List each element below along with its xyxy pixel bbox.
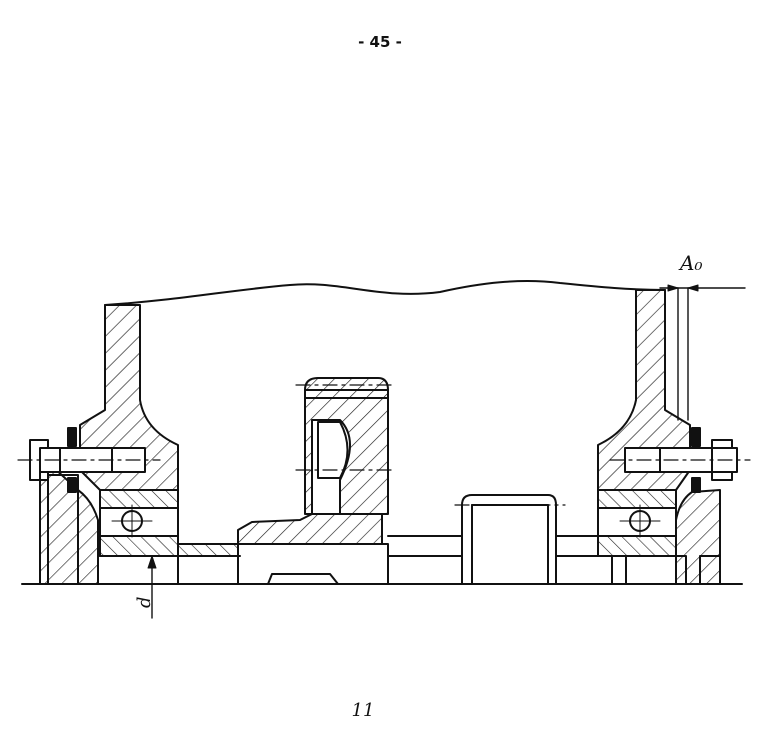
central-gear xyxy=(304,377,389,515)
pinion-gear xyxy=(461,494,557,585)
page-number: - 45 - xyxy=(358,33,402,51)
right-bearing-cap xyxy=(675,489,721,585)
break-line xyxy=(104,280,666,306)
left-cap-inner xyxy=(47,474,79,585)
gear-hub xyxy=(237,513,383,545)
right-housing-wall xyxy=(597,289,691,491)
left-housing-wall xyxy=(79,304,179,491)
clearance-label: A₀ xyxy=(678,251,702,275)
diameter-label: d xyxy=(134,596,155,608)
figure-number: 11 xyxy=(351,700,375,721)
left-bearing-cap xyxy=(39,454,99,585)
